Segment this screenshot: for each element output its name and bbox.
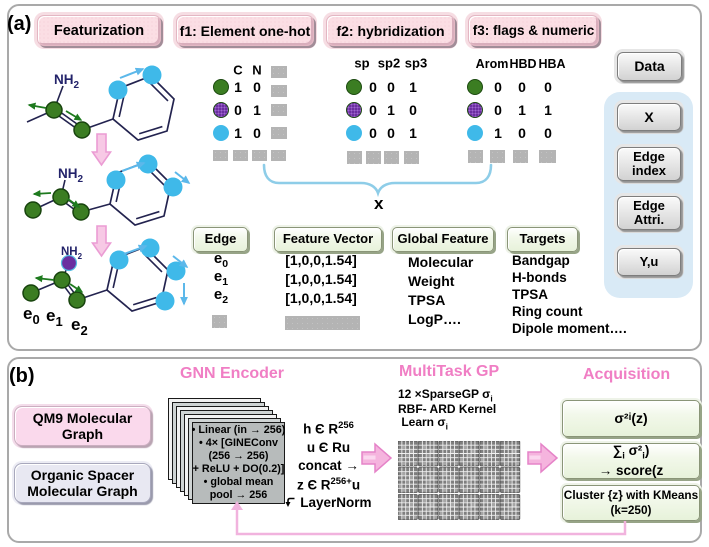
svg-text:e1: e1 — [46, 306, 63, 329]
svg-text:e0: e0 — [23, 304, 40, 327]
svg-text:NH2: NH2 — [54, 72, 80, 91]
svg-text:NH2: NH2 — [58, 166, 84, 185]
svg-text:e2: e2 — [71, 315, 88, 338]
